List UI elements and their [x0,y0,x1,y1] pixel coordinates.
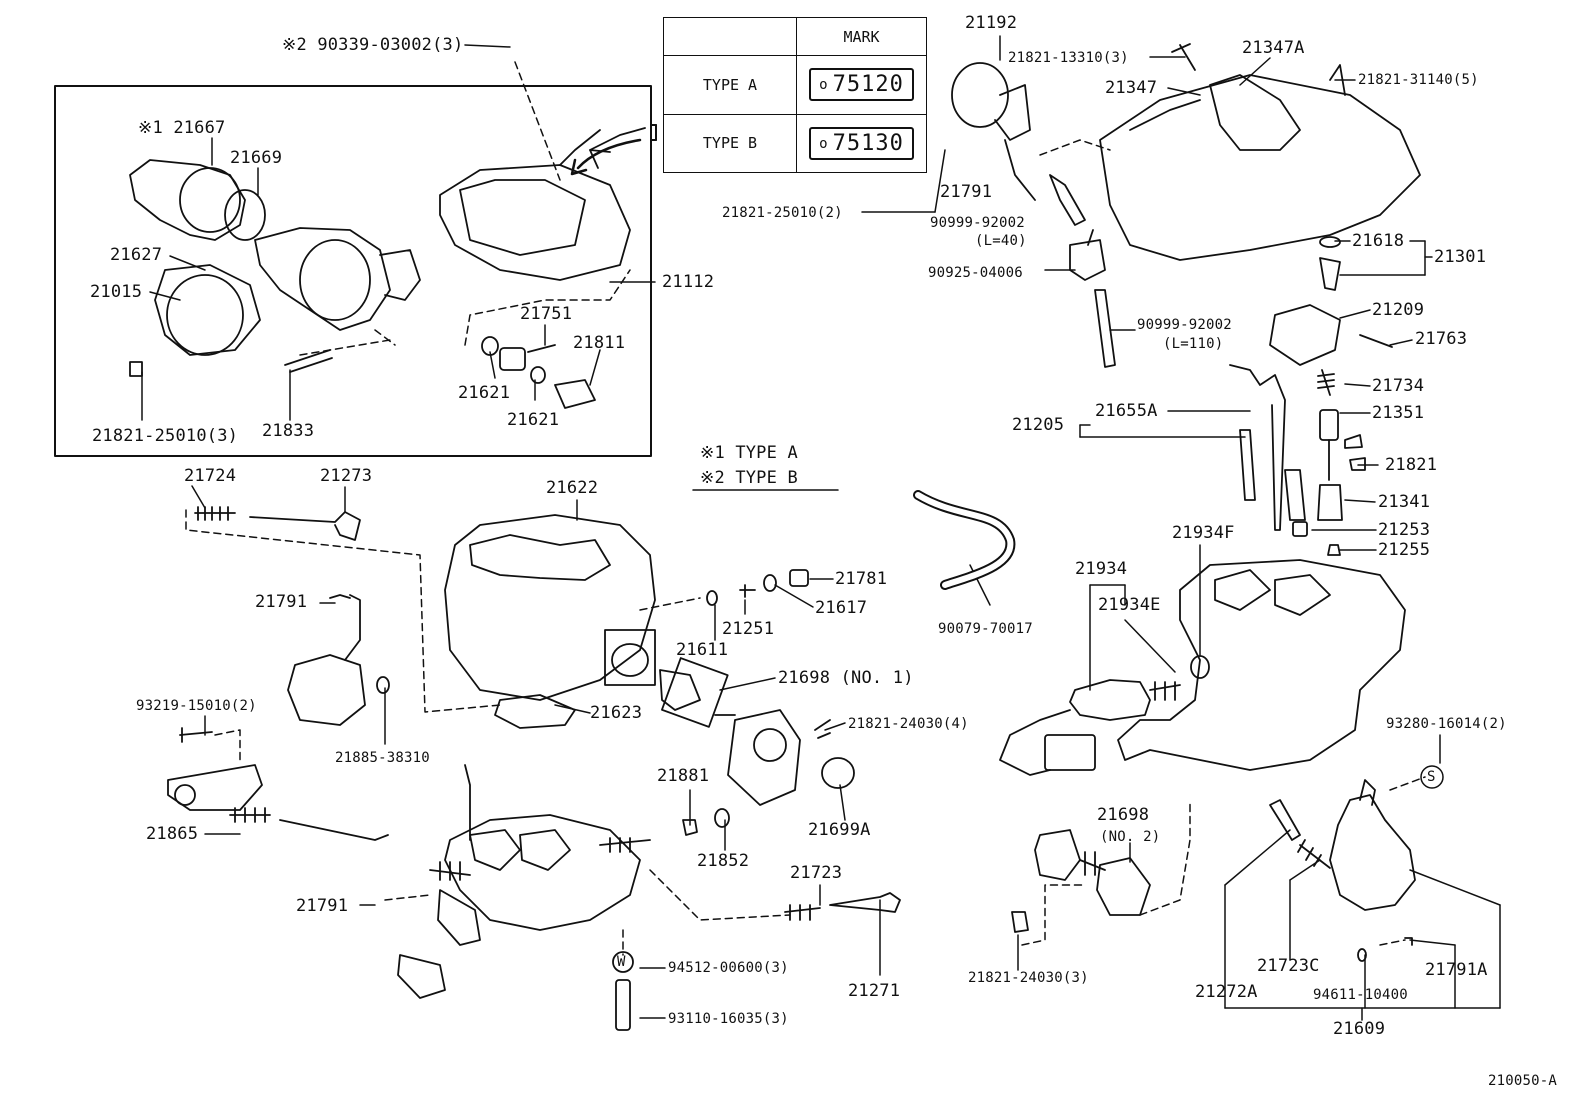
leader-lines [141,35,1501,1021]
inset-frame [54,85,652,457]
part-label: 21881 [657,766,710,786]
part-label: 21821-31140(5) [1358,72,1479,88]
part-label: 21301 [1434,247,1487,267]
part-label: 21734 [1372,376,1425,396]
part-label: 21351 [1372,403,1425,423]
part-label: 21724 [184,466,237,486]
part-label: 90999-92002 [930,215,1025,231]
part-label: 21655A [1095,401,1158,421]
part-label: 94512-00600(3) [668,960,789,976]
part-label: 21821-25010(2) [722,205,843,221]
part-label: 21255 [1378,540,1431,560]
s-symbol: S [1427,769,1436,785]
part-label: 21791 [296,896,349,916]
part-label: 21251 [722,619,775,639]
part-label: 21781 [835,569,888,589]
part-label: 90999-92002 [1137,317,1232,333]
s-symbol-circle [1420,765,1444,789]
part-label: 21669 [230,148,283,168]
part-label: 93219-15010(2) [136,698,257,714]
part-label: 21205 [1012,415,1065,435]
part-label: 21934F [1172,523,1235,543]
part-label: 21273 [320,466,373,486]
part-label: 21821-24030(3) [968,970,1089,986]
part-label: 21821-24030(4) [848,716,969,732]
part-label: 93110-16035(3) [668,1011,789,1027]
part-label: 21763 [1415,329,1468,349]
type-a-label: TYPE A [663,55,797,115]
part-label: 21112 [662,272,715,292]
part-label: 21833 [262,421,315,441]
part-label: 21751 [520,304,573,324]
part-label: 21698 [1097,805,1150,825]
part-label: 21272A [1195,982,1258,1002]
part-label: 21621 [458,383,511,403]
part-label: 21609 [1333,1019,1386,1039]
mark-table-header: MARK [796,17,927,56]
type-b-label: TYPE B [663,113,797,173]
legend-note-1: ※1 TYPE A [700,443,798,463]
part-label: 21934E [1098,595,1161,615]
drawing-number: 210050-A [1488,1073,1558,1089]
part-label: ※1 21667 [138,118,226,138]
part-label: 21271 [848,981,901,1001]
part-label: (L=110) [1163,336,1224,352]
part-label: 21821-13310(3) [1008,50,1129,66]
legend-note-2: ※2 TYPE B [700,468,798,488]
part-label: 21611 [676,640,729,660]
mark-table-blank [663,17,797,56]
part-label: 94611-10400 [1313,987,1408,1003]
part-label: 21621 [507,410,560,430]
part-label: 21934 [1075,559,1128,579]
part-label: 21699A [808,820,871,840]
w-symbol: W [617,954,626,970]
part-label: 21617 [815,598,868,618]
part-label: 21723 [790,863,843,883]
part-label: 21341 [1378,492,1431,512]
part-label: 21253 [1378,520,1431,540]
part-label: 21811 [573,333,626,353]
part-label: 21865 [146,824,199,844]
assembly-arrow [576,138,642,170]
part-label: 21791 [940,182,993,202]
part-label: 21618 [1352,231,1405,251]
part-label: 21821-25010(3) [92,426,239,446]
part-label: 90079-70017 [938,621,1033,637]
part-label: 21627 [110,245,163,265]
part-label: 21698 (NO. 1) [778,668,914,688]
part-label: 21209 [1372,300,1425,320]
part-sketches [129,43,1421,1031]
part-label: 21821 [1385,455,1438,475]
part-label: 21015 [90,282,143,302]
part-label: 21852 [697,851,750,871]
dashed-lines [185,61,1426,956]
part-label: (NO. 2) [1100,829,1161,845]
part-label: 21885-38310 [335,750,430,766]
part-label: 21347A [1242,38,1305,58]
part-label: (L=40) [975,233,1027,249]
part-label: 93280-16014(2) [1386,716,1507,732]
part-label: 90925-04006 [928,265,1023,281]
part-label: 21623 [590,703,643,723]
part-label: 21192 [965,13,1018,33]
part-label: 21347 [1105,78,1158,98]
part-label: ※2 90339-03002(3) [282,35,464,55]
part-label: 21791A [1425,960,1488,980]
part-label: 21723C [1257,956,1320,976]
part-label: 21622 [546,478,599,498]
part-label: 21791 [255,592,308,612]
